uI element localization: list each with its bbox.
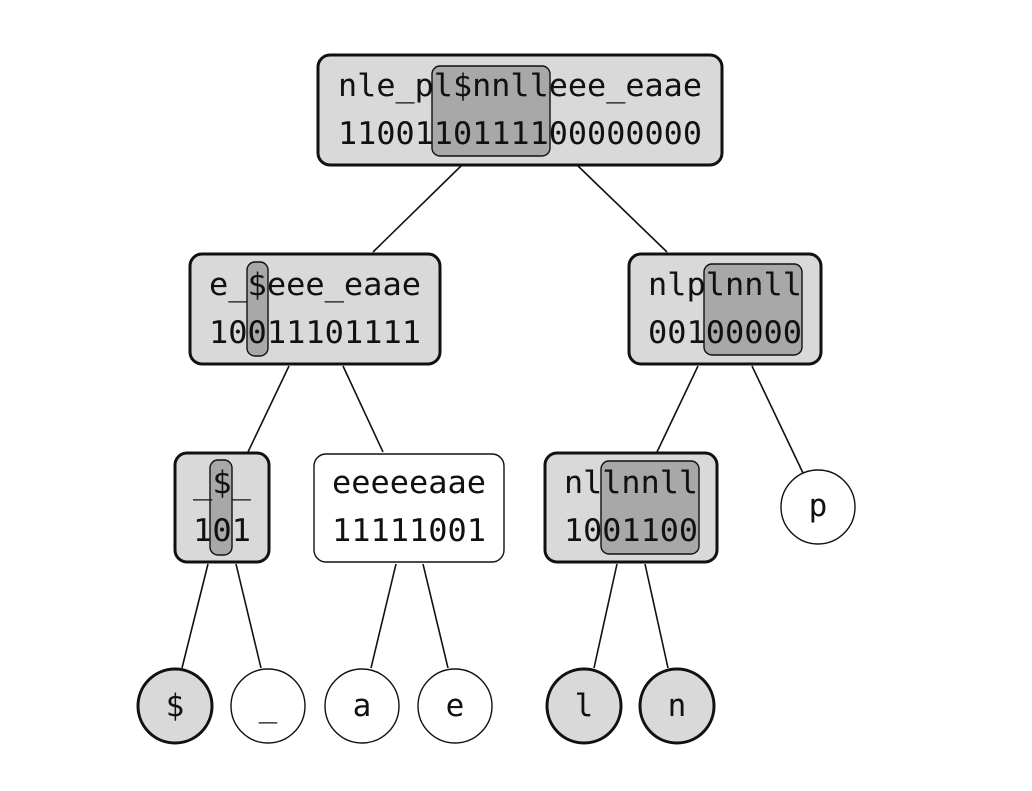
edge-root-right <box>577 165 668 253</box>
edge-root-left <box>372 165 462 253</box>
sub1-node-bits: 101 <box>193 513 251 549</box>
sub3-node-bits: 1001100 <box>564 513 698 549</box>
leaf-l: l <box>545 667 623 745</box>
right-node-highlight <box>703 263 803 356</box>
right-node-label: nlplnnll <box>648 267 802 303</box>
sub2-node-box <box>313 453 505 563</box>
leaf-dollar: $ <box>136 667 214 745</box>
edge-left-to-sub1 <box>247 365 290 453</box>
left-node-bits: 10011101111 <box>209 315 421 351</box>
left-node: e_$eee_eaae 10011101111 <box>188 252 442 366</box>
sub1-node: _$_ 101 <box>173 451 271 564</box>
root-node: nle_pl$nnlleee_eaae 1100110111100000000 <box>316 53 724 167</box>
edge-sub1-to-leaf-underscore <box>235 563 262 669</box>
leaf-a: a <box>324 668 400 744</box>
sub2-node: eeeeeaae 11111001 <box>313 453 505 563</box>
sub2-node-label: eeeeeaae <box>332 465 486 501</box>
leaf-a-label: a <box>353 688 372 724</box>
sub3-node: nllnnll 1001100 <box>543 451 719 564</box>
leaf-dollar-circle <box>136 667 214 745</box>
right-node-bits: 00100000 <box>648 315 802 351</box>
edge-sub2-to-leaf-e <box>422 563 449 669</box>
leaf-dollar-label: $ <box>166 688 185 724</box>
root-node-bits: 1100110111100000000 <box>338 116 702 152</box>
leaf-underscore-label: _ <box>259 688 278 724</box>
leaf-n-label: n <box>668 688 687 724</box>
root-node-label: nle_pl$nnlleee_eaae <box>338 68 702 104</box>
leaf-p-circle <box>780 469 856 545</box>
leaf-underscore: _ <box>230 668 306 744</box>
leaf-a-circle <box>324 668 400 744</box>
leaf-p: p <box>780 469 856 545</box>
leaf-underscore-circle <box>230 668 306 744</box>
sub1-node-highlight <box>209 459 233 556</box>
tree-edges <box>181 165 804 669</box>
left-node-highlight <box>246 261 269 357</box>
leaf-e: e <box>417 668 493 744</box>
leaf-l-label: l <box>575 688 594 724</box>
edge-sub3-to-leaf-n <box>644 563 669 669</box>
edge-right-to-sub3 <box>656 365 699 453</box>
edge-left-to-sub2 <box>342 365 384 453</box>
leaf-e-circle <box>417 668 493 744</box>
edge-sub1-to-leaf-dollar <box>181 563 209 669</box>
right-node: nlplnnll 00100000 <box>627 252 823 366</box>
leaf-n-circle <box>638 667 716 745</box>
sub1-node-label: _$_ <box>193 465 251 501</box>
sub2-node-bits: 11111001 <box>332 513 486 549</box>
leaf-l-circle <box>545 667 623 745</box>
sub3-node-label: nllnnll <box>564 465 698 501</box>
leaf-p-label: p <box>809 488 828 524</box>
leaf-e-label: e <box>446 688 465 724</box>
leaf-n: n <box>638 667 716 745</box>
left-node-label: e_$eee_eaae <box>209 267 421 303</box>
sub3-node-highlight <box>600 460 700 555</box>
edge-sub3-to-leaf-l <box>593 563 618 669</box>
edge-sub2-to-leaf-a <box>370 563 397 669</box>
root-node-highlight <box>431 65 551 157</box>
edge-right-to-leaf-p <box>751 365 804 474</box>
